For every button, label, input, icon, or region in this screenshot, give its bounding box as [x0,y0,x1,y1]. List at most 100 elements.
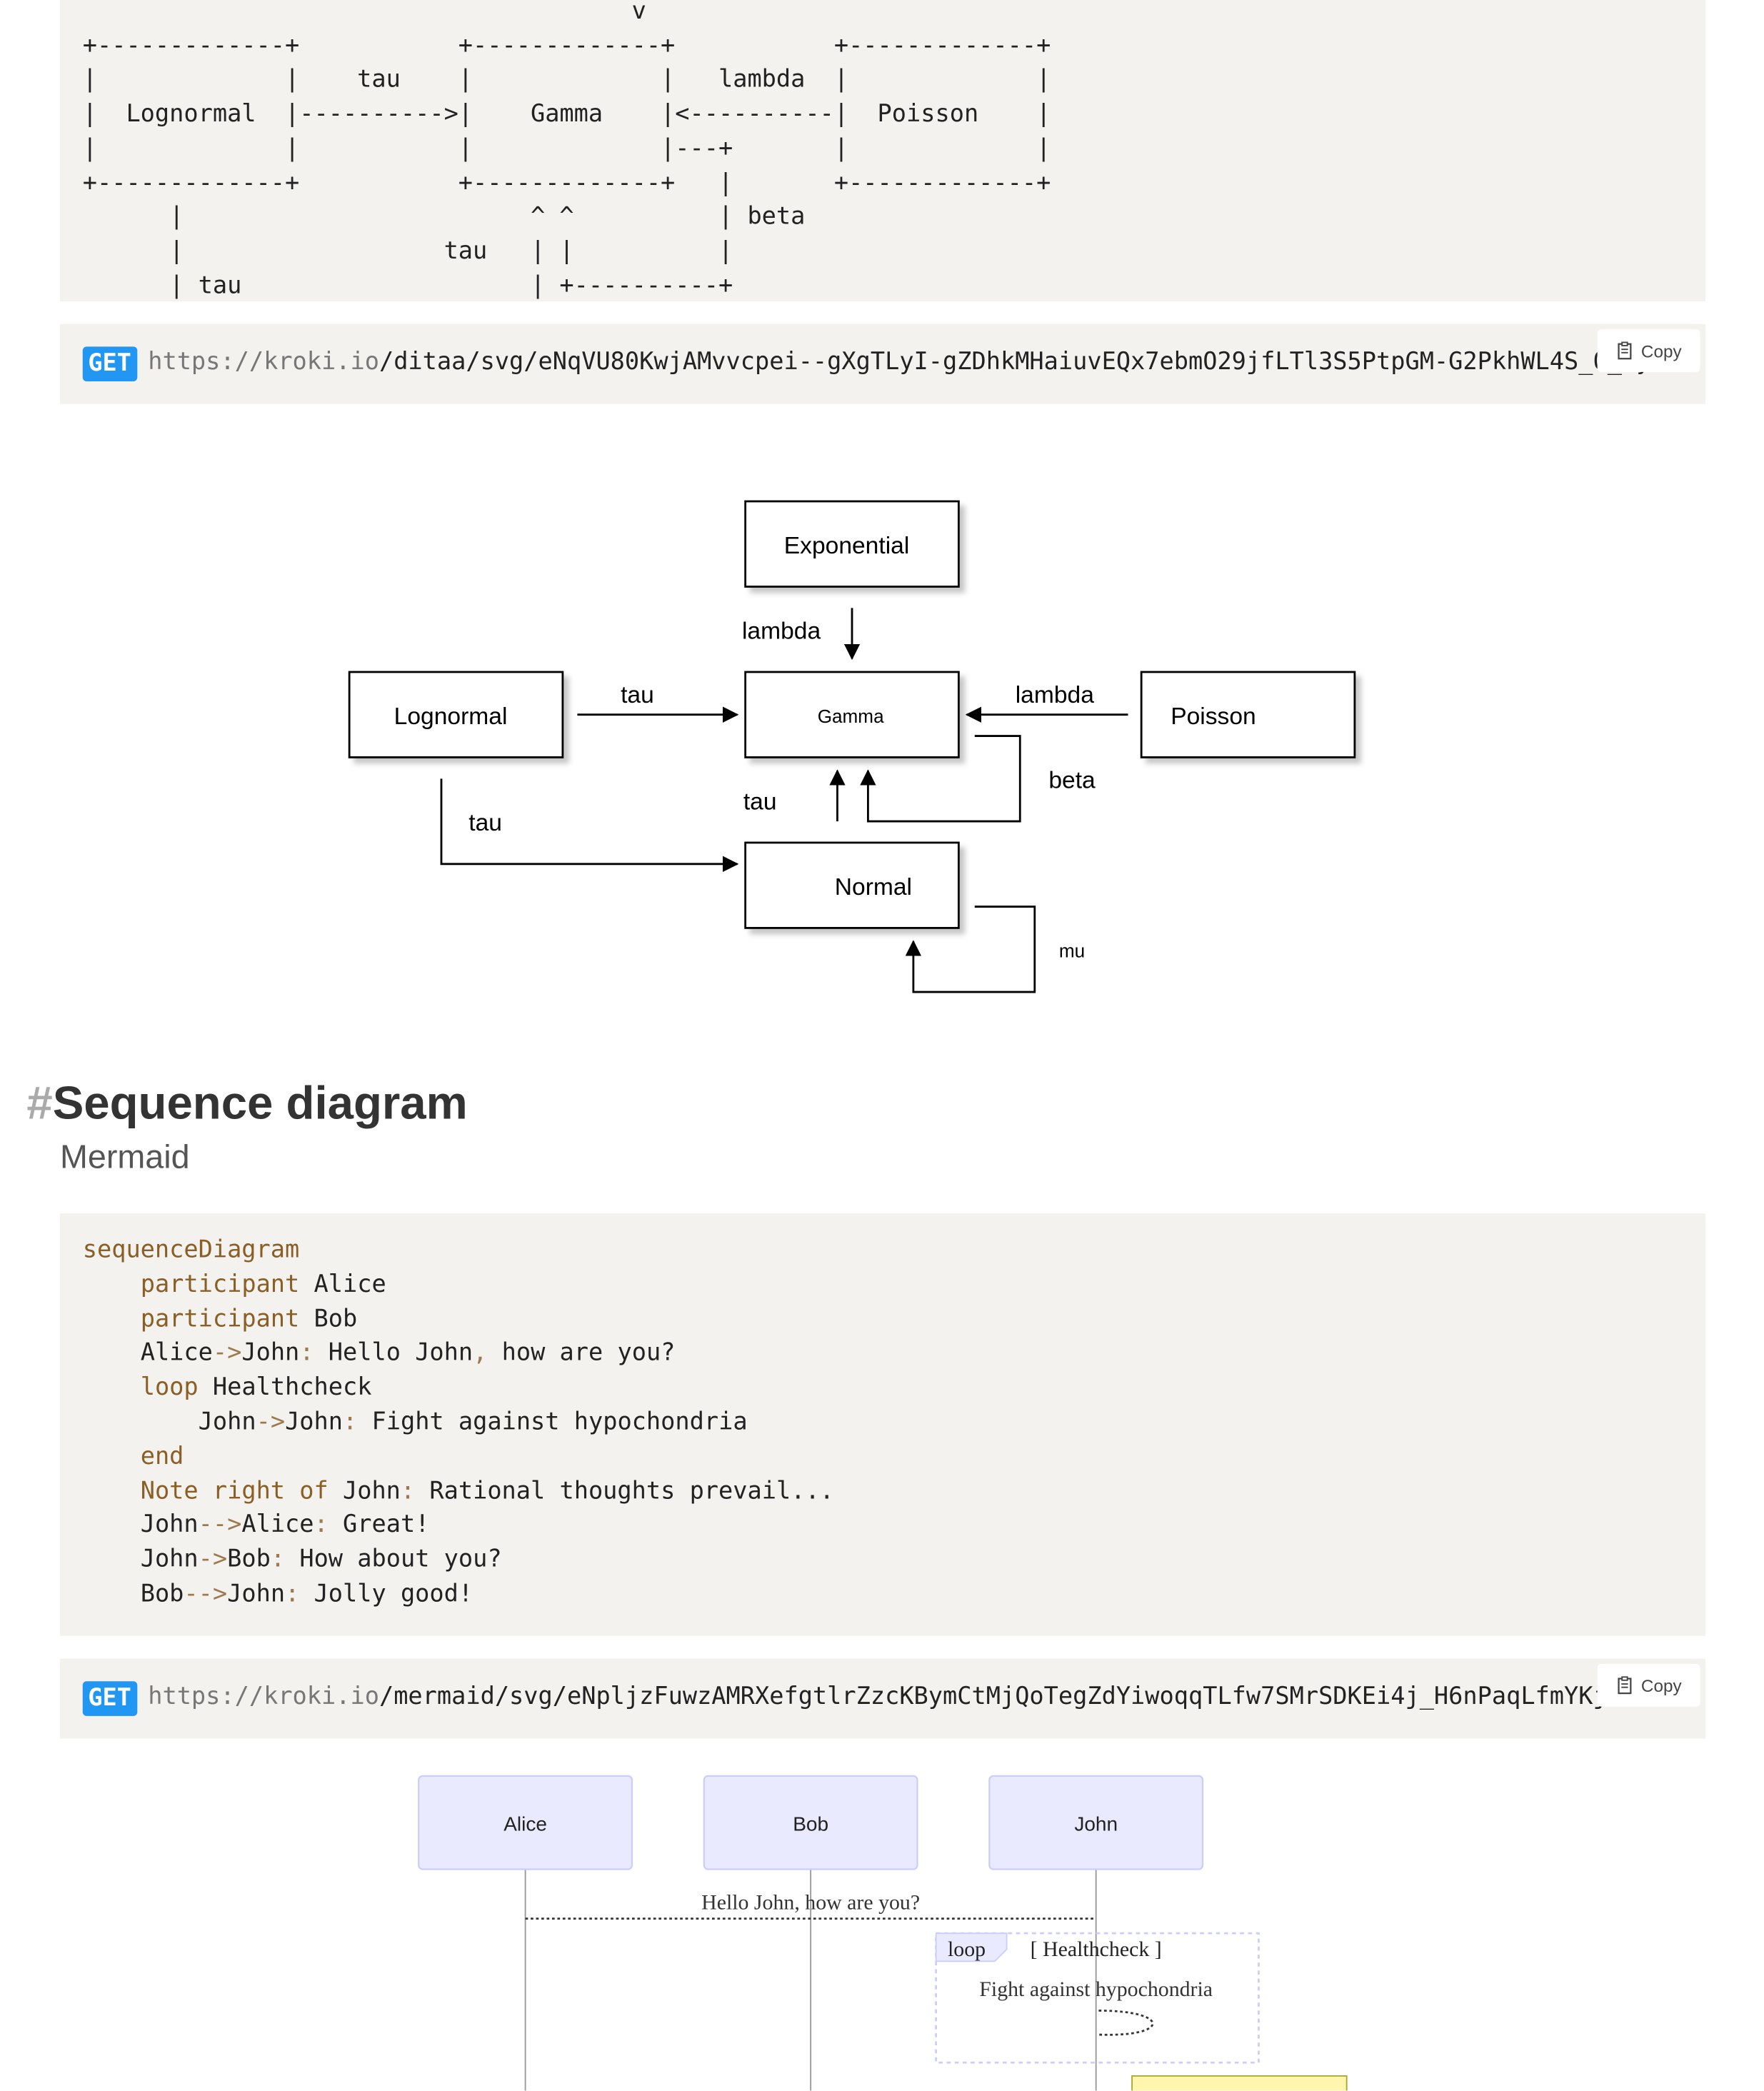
code-token: John [198,1408,256,1436]
edge-label-lambda-top: lambda [742,618,821,644]
get-method-badge: GET [82,346,137,381]
code-token [83,1270,141,1298]
node-lognormal-label: Lognormal [394,703,508,730]
node-exponential [744,500,960,588]
code-token: Alice [299,1270,386,1299]
ascii-line: +-------------+ +-------------+ | +-----… [82,169,1051,197]
anchor-link[interactable]: # [26,1077,53,1130]
loop-frame [935,1932,1260,2064]
node-normal-label: Normal [835,874,912,901]
code-token: Alice [241,1511,314,1540]
code-token: Jolly good! [299,1580,473,1608]
edge-label-lambda-right: lambda [1016,682,1094,708]
code-token: Alice [140,1339,213,1368]
edge-label-tau-middle: tau [743,788,777,815]
edge-label-mu: mu [1059,941,1085,962]
clipboard-icon [1618,1676,1632,1695]
section-heading: #Sequence diagram [26,1078,467,1131]
code-token: How about you? [285,1545,502,1574]
ditaa-diagram: Exponential Lognormal Gamma Poisson Norm… [348,500,1356,993]
code-token: John [140,1545,199,1574]
code-token [83,1443,141,1470]
code-token: John [227,1580,286,1608]
code-token [83,1511,141,1539]
code-token: Great! [328,1511,430,1540]
code-token: Note right of [140,1476,329,1505]
participant-john [988,1775,1204,1870]
edge-beta-loop [860,735,1021,823]
code-line: John->John: Fight against hypochondria [83,1408,748,1436]
code-token: -> [212,1339,242,1368]
code-token [83,1580,141,1608]
section-title: Sequence diagram [52,1077,468,1130]
ascii-line: | | tau | | lambda | | [82,66,1051,94]
self-message-arrow [1098,2010,1154,2036]
code-token: : [299,1339,314,1368]
node-normal [744,841,960,929]
code-line: John-->Alice: Great! [83,1511,430,1539]
section-subtitle: Mermaid [60,1138,190,1176]
code-line: Alice->John: Hello John, how are you? [83,1339,676,1367]
edge-lognormal-normal [440,778,739,873]
edge-mu-loop [905,906,1036,993]
code-token: John [328,1476,401,1505]
self-message-label: Fight against hypochondria [979,1977,1213,2001]
ascii-line: +-------------+ +-------------+ +-------… [82,31,1051,60]
sequence-diagram: Alice Bob John Hello John, how are you? … [418,1775,1348,2091]
code-token: John [285,1408,344,1436]
code-token: Bob [227,1545,271,1574]
code-token [83,1373,141,1401]
participant-bob [703,1775,918,1870]
participant-alice [418,1775,633,1870]
code-line: loop Healthcheck [83,1373,372,1401]
loop-tag-label: loop [948,1937,986,1961]
node-gamma-label: Gamma [818,706,884,727]
loop-tag [935,1932,1008,1962]
code-line: John->Bob: How about you? [83,1545,502,1573]
code-token [83,1305,141,1333]
copy-label: Copy [1640,341,1682,361]
ascii-line: | | | |---+ | | [82,134,1051,163]
note-box [1131,2075,1348,2091]
ditaa-source-block: v +-------------+ +-------------+ +------… [60,0,1705,301]
ascii-line: | ^ ^ | beta [82,203,806,231]
code-token: how are you? [487,1339,676,1368]
edge-label-tau-top: tau [621,682,654,708]
message-hello-label: Hello John, how are you? [701,1891,920,1915]
ditaa-url-bar: GET https://kroki.io/ditaa/svg/eNqVU80Kw… [60,324,1705,404]
ascii-line: v [82,0,646,26]
ditaa-url-link[interactable]: https://kroki.io/ditaa/svg/eNqVU80KwjAMv… [148,348,1680,376]
copy-label: Copy [1640,1675,1682,1695]
code-token: end [140,1442,184,1470]
code-token: Rational thoughts prevail... [415,1476,834,1505]
copy-button[interactable]: Copy [1597,329,1700,372]
code-line: Note right of John: Rational thoughts pr… [83,1477,834,1505]
ascii-line: | Lognormal |---------->| Gamma |<------… [82,100,1051,129]
code-token: : [270,1545,286,1574]
participant-alice-label: Alice [503,1812,547,1835]
code-token: John [140,1511,199,1540]
participant-john-label: John [1074,1812,1118,1835]
code-line: participant Alice [83,1270,386,1298]
code-token: Healthcheck [198,1373,372,1402]
code-token: --> [184,1580,228,1608]
code-line: participant Bob [83,1305,358,1333]
mermaid-url-link[interactable]: https://kroki.io/mermaid/svg/eNpljzFuwzA… [148,1683,1680,1711]
copy-button[interactable]: Copy [1597,1664,1700,1707]
code-token: John [241,1339,300,1368]
code-token [83,1408,199,1436]
code-token: sequenceDiagram [82,1235,300,1264]
mermaid-source-block: sequenceDiagram participant Alice partic… [60,1213,1705,1636]
code-token: : [285,1580,300,1608]
code-token: Bob [140,1580,184,1608]
ascii-line: | tau | | | [82,237,733,266]
code-token: : [314,1511,329,1540]
get-method-badge: GET [82,1681,137,1716]
code-token [83,1545,141,1573]
code-token: Bob [299,1305,358,1333]
mermaid-url-bar: GET https://kroki.io/mermaid/svg/eNpljzF… [60,1658,1705,1739]
code-token [83,1477,141,1505]
code-token: -> [198,1545,228,1574]
code-token: participant [140,1305,300,1333]
code-line: Bob-->John: Jolly good! [83,1580,473,1608]
